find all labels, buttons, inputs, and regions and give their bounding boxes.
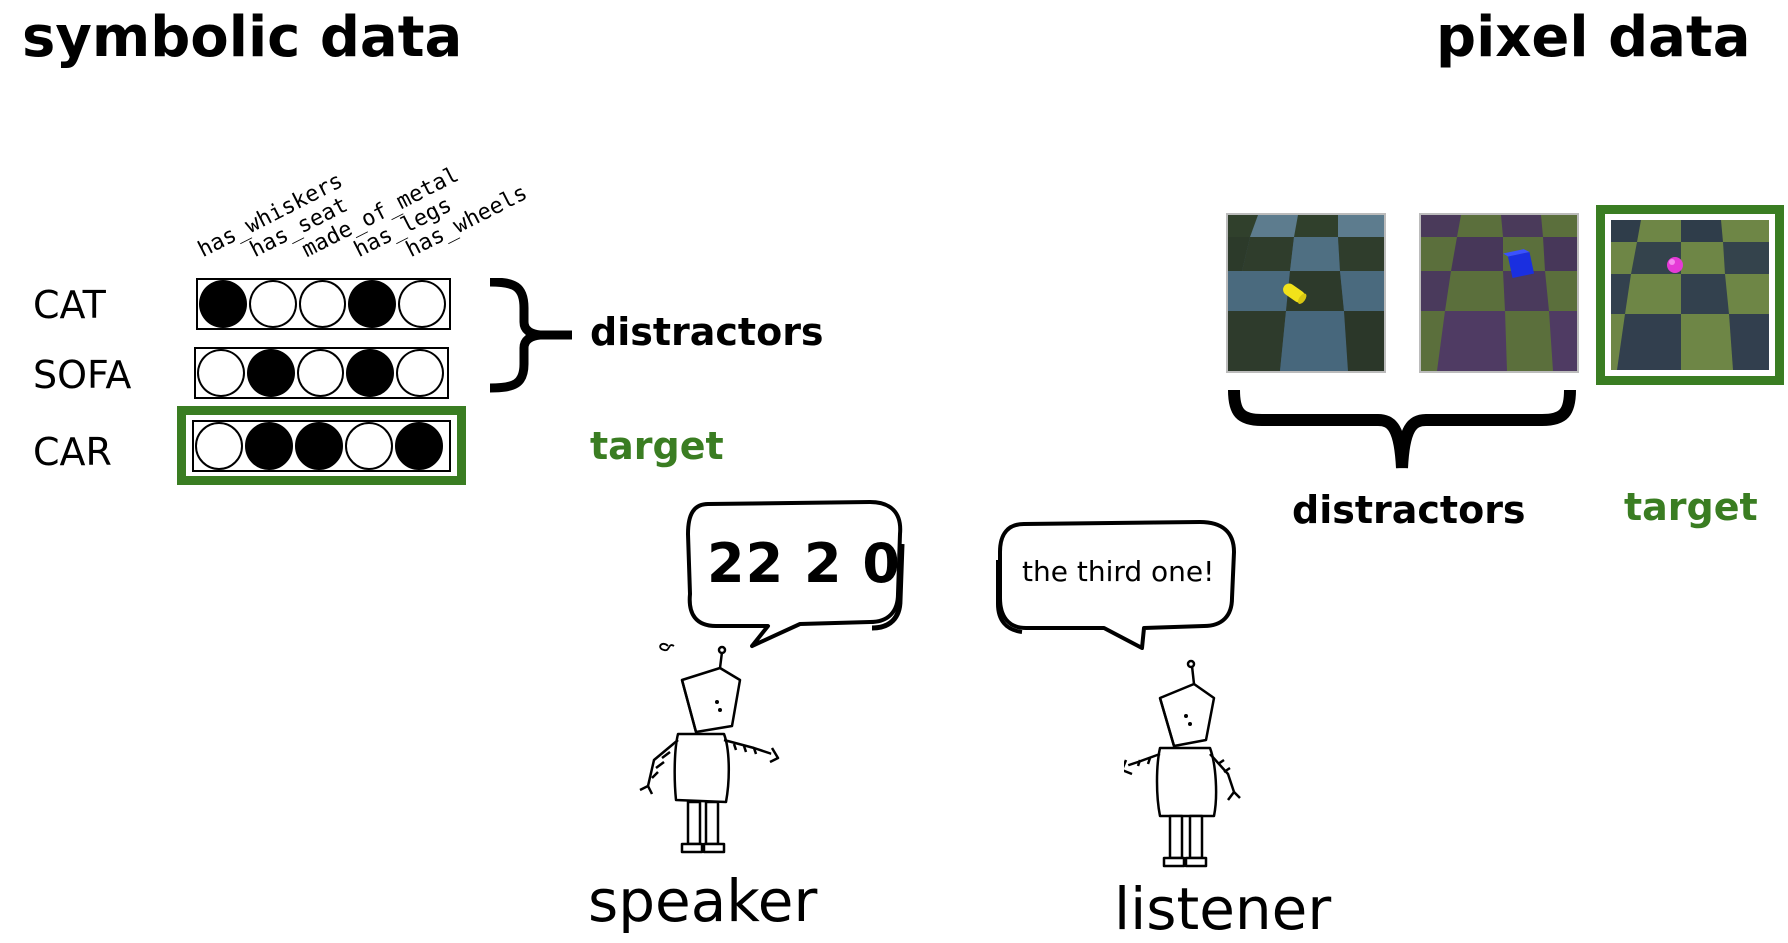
feature-bit-has-whiskers [197,349,245,397]
pixel-data-heading: pixel data [1436,5,1751,70]
pixel-image-distractor-1 [1226,213,1386,373]
listener-robot [1124,659,1241,868]
distractors-brace-pixel [1228,389,1576,469]
feature-vector-car [192,420,451,472]
speaker-label: speaker [588,867,818,935]
speaker-robot [639,642,780,854]
feature-vector-cat [196,278,451,330]
listener-speech-bubble [996,520,1236,650]
listener-label: listener [1114,875,1332,943]
pixel-distractors-label: distractors [1292,488,1526,532]
feature-bit-made-of-metal [295,422,343,470]
feature-bit-has-legs [348,280,397,328]
pixel-target-frame [1596,205,1784,385]
feature-bit-has-wheels [395,422,443,470]
feature-bit-has-wheels [396,349,444,397]
listener-message: the third one! [1022,555,1215,588]
pixel-target-label: target [1624,485,1758,529]
symbolic-data-heading: symbolic data [22,5,463,70]
feature-bit-has-legs [346,349,395,397]
pixel-image-target [1611,220,1769,370]
feature-bit-has-wheels [398,280,446,328]
pixel-image-distractor-2 [1419,213,1579,373]
feature-bit-made-of-metal [296,349,345,397]
row-label-sofa: SOFA [33,353,132,397]
feature-bit-has-seat [245,422,293,470]
feature-bit-has-seat [248,280,297,328]
distractors-brace-symbolic [489,278,572,393]
feature-vector-sofa [194,347,449,399]
speaker-speech-bubble [686,500,905,648]
feature-bit-has-whiskers [199,280,247,328]
speaker-message: 22 2 0 [707,532,901,595]
row-label-car: CAR [33,430,112,474]
feature-bit-made-of-metal [298,280,347,328]
feature-bit-has-whiskers [195,422,243,470]
feature-bit-has-legs [345,422,393,470]
symbolic-target-label: target [590,424,724,468]
symbolic-target-frame [177,406,466,485]
row-label-cat: CAT [33,283,106,327]
feature-bit-has-seat [246,349,295,397]
symbolic-distractors-label: distractors [590,310,824,354]
